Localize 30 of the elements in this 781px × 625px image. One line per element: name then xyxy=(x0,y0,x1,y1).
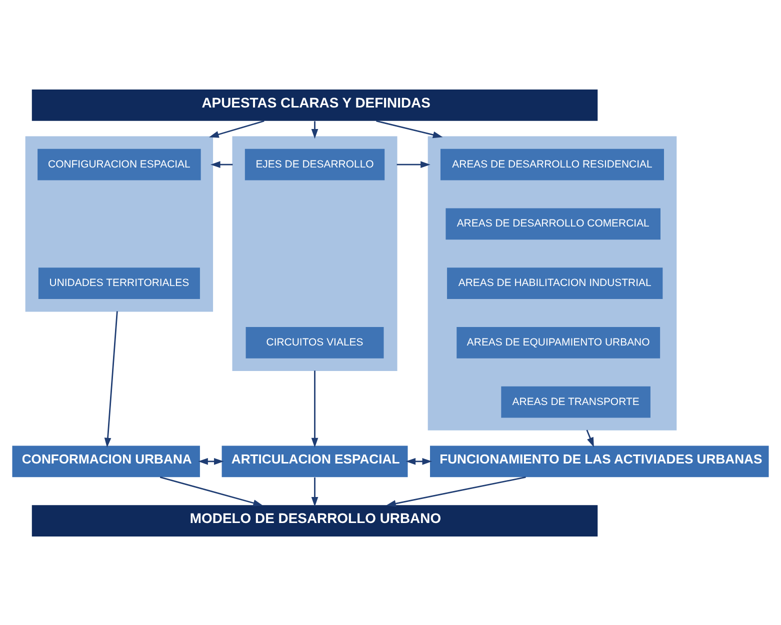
node-box: AREAS DE DESARROLLO COMERCIAL xyxy=(446,208,660,240)
arrow xyxy=(210,160,233,168)
arrow xyxy=(406,458,432,464)
arrow xyxy=(311,476,318,506)
arrow xyxy=(209,120,264,138)
arrow xyxy=(311,370,318,448)
arrow xyxy=(198,458,224,464)
node-box: AREAS DE HABILITACION INDUSTRIAL xyxy=(447,267,663,299)
node-box: AREAS DE DESARROLLO RESIDENCIAL xyxy=(440,148,664,180)
arrow xyxy=(396,160,430,168)
arrow xyxy=(104,310,118,448)
node-box: EJES DE DESARROLLO xyxy=(244,148,385,180)
node-box: MODELO DE DESARROLLO URBANO xyxy=(32,504,598,536)
cluster xyxy=(232,136,398,371)
cluster xyxy=(428,136,677,430)
arrow xyxy=(160,476,264,506)
node-box: ARTICULACION ESPACIAL xyxy=(222,445,408,477)
arrow xyxy=(386,476,526,506)
arrow xyxy=(376,120,443,138)
node-box: CONFORMACION URBANA xyxy=(12,445,200,477)
node-box: UNIDADES TERRITORIALES xyxy=(38,267,200,299)
node-box: AREAS DE EQUIPAMIENTO URBANO xyxy=(456,326,660,358)
node-box: FUNCIONAMIENTO DE LAS ACTIVIADES URBANAS xyxy=(430,445,769,477)
cluster xyxy=(25,136,214,312)
arrow xyxy=(586,429,594,447)
arrow xyxy=(311,120,318,138)
node-box: AREAS DE TRANSPORTE xyxy=(501,386,650,418)
node-box: CIRCUITOS VIALES xyxy=(246,326,384,358)
node-box: APUESTAS CLARAS Y DEFINIDAS xyxy=(32,89,598,120)
node-box: CONFIGURACION ESPACIAL xyxy=(38,148,201,180)
